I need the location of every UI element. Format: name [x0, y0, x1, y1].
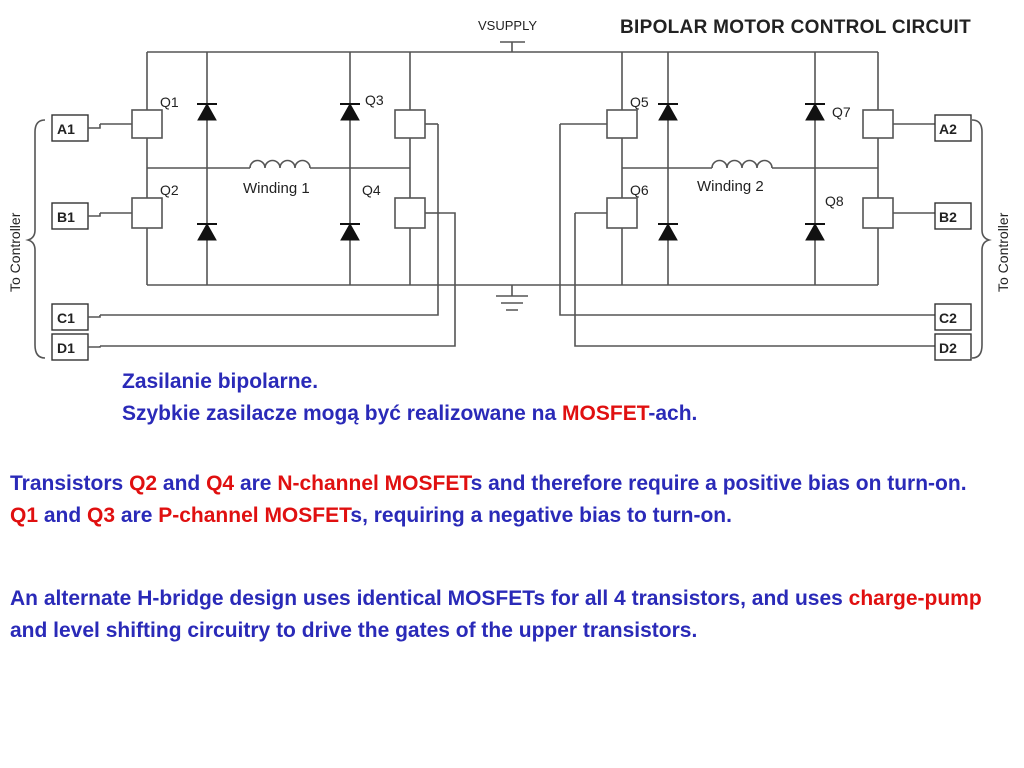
diagram-title: BIPOLAR MOTOR CONTROL CIRCUIT	[620, 17, 971, 38]
label-q8: Q8	[825, 193, 844, 209]
label-q5: Q5	[630, 94, 649, 110]
p2-q3: Q3	[87, 504, 116, 527]
p2-q1: Q1	[10, 504, 39, 527]
label-q1: Q1	[160, 94, 179, 110]
p2-d: are	[115, 504, 159, 527]
svg-text:A1: A1	[57, 121, 75, 137]
p1-c: and	[157, 472, 207, 495]
input-box-b2: B2	[934, 202, 972, 230]
p1-e: are	[234, 472, 278, 495]
p1-q4: Q4	[206, 472, 235, 495]
polish-line-1: Zasilanie bipolarne.	[122, 370, 319, 393]
p2-b: and	[38, 504, 88, 527]
p1-g: s and therefore require a positive bias …	[470, 472, 967, 495]
label-q2: Q2	[160, 182, 179, 198]
p3-c: and level shifting circuitry to drive th…	[10, 619, 698, 642]
to-controller-left: To Controller	[7, 212, 23, 292]
label-winding-1: Winding 1	[243, 180, 310, 197]
input-box-a1: A1	[51, 114, 89, 142]
supply-label: VSUPPLY	[478, 18, 537, 33]
input-box-c2: C2	[934, 303, 972, 331]
input-box-d1: D1	[51, 333, 89, 361]
label-q6: Q6	[630, 182, 649, 198]
paragraph-2: Q1 and Q3 are P-channel MOSFETs, requiri…	[10, 500, 1010, 532]
svg-text:D2: D2	[939, 340, 957, 356]
p2-pchannel: P-channel MOSFET	[158, 504, 351, 527]
p1-nchannel: N-channel MOSFET	[277, 472, 471, 495]
to-controller-right: To Controller	[995, 212, 1011, 292]
input-box-b1: B1	[51, 202, 89, 230]
polish-line-2-a: Szybkie zasilacze mogą być realizowane n…	[122, 402, 563, 425]
polish-line-2-c: -ach.	[648, 402, 698, 425]
label-q7: Q7	[832, 104, 851, 120]
p2-f: s, requiring a negative bias to turn-on.	[350, 504, 732, 527]
svg-text:C2: C2	[939, 310, 957, 326]
svg-text:C1: C1	[57, 310, 75, 326]
p1-a: Transistors	[10, 472, 130, 495]
svg-text:B2: B2	[939, 209, 957, 225]
p3-charge-pump: charge-pump	[848, 587, 982, 610]
svg-text:B1: B1	[57, 209, 75, 225]
bipolar-motor-control-diagram: BIPOLAR MOTOR CONTROL CIRCUIT VSUPPLY Q1…	[7, 17, 1011, 361]
label-winding-2: Winding 2	[697, 178, 764, 195]
svg-text:A2: A2	[939, 121, 957, 137]
paragraph-alternate-design: An alternate H-bridge design uses identi…	[10, 583, 1010, 647]
input-box-c1: C1	[51, 303, 89, 331]
polish-caption: Zasilanie bipolarne. Szybkie zasilacze m…	[122, 366, 1002, 430]
polish-mosfet: MOSFET	[562, 402, 649, 425]
label-q3: Q3	[365, 92, 384, 108]
svg-text:D1: D1	[57, 340, 75, 356]
p3-a: An alternate H-bridge design uses identi…	[10, 587, 849, 610]
input-box-d2: D2	[934, 333, 972, 361]
paragraph-nchannel: Transistors Q2 and Q4 are N-channel MOSF…	[10, 468, 1010, 532]
polish-line-2: Szybkie zasilacze mogą być realizowane n…	[122, 398, 1002, 430]
p1-q2: Q2	[129, 472, 158, 495]
input-box-a2: A2	[934, 114, 972, 142]
paragraph-1: Transistors Q2 and Q4 are N-channel MOSF…	[10, 468, 1010, 500]
label-q4: Q4	[362, 182, 381, 198]
